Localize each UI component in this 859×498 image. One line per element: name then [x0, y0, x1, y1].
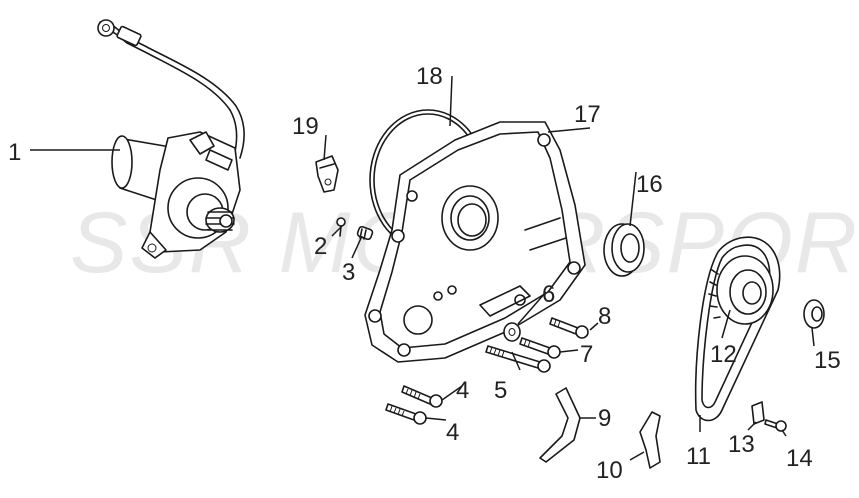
- callout-7: 7: [580, 341, 593, 368]
- callout-13: 13: [728, 431, 755, 458]
- callout-17: 17: [574, 101, 601, 128]
- bolt-5: [485, 345, 551, 373]
- oil-seal: [603, 223, 645, 277]
- leader-lines: [30, 75, 815, 461]
- starter-motor: [97, 19, 245, 259]
- chain-guide: [539, 387, 581, 463]
- crankcase-cover: [364, 121, 586, 363]
- callout-5: 5: [494, 377, 507, 404]
- callout-9: 9: [598, 405, 611, 432]
- callout-12: 12: [710, 341, 737, 368]
- nut-15: [803, 299, 825, 329]
- callout-10: 10: [596, 457, 623, 484]
- callout-19: 19: [292, 113, 319, 140]
- bolt-4a: [401, 385, 443, 408]
- washer: [503, 322, 521, 342]
- callout-4b: 4: [446, 419, 459, 446]
- screw-14: [764, 419, 787, 432]
- callout-8: 8: [598, 303, 611, 330]
- bolt-7: [519, 337, 561, 359]
- cable-clip: [315, 155, 339, 193]
- small-bracket: [751, 401, 765, 425]
- chain-slipper: [639, 411, 661, 469]
- callout-16: 16: [636, 171, 663, 198]
- callout-6: 6: [542, 281, 555, 308]
- callout-15: 15: [814, 347, 841, 374]
- sprocket: [708, 255, 774, 325]
- callout-4a: 4: [456, 377, 469, 404]
- callout-3: 3: [342, 259, 355, 286]
- callout-labels: 1 2 3 4 4 5 6 7 8 9 10 11 12 13 14 15 16…: [8, 63, 841, 484]
- callout-14: 14: [786, 445, 813, 472]
- callout-1: 1: [8, 139, 21, 166]
- bolt-4b: [385, 403, 427, 425]
- callout-11: 11: [686, 443, 711, 470]
- callout-2: 2: [314, 233, 327, 260]
- callout-18: 18: [416, 63, 443, 90]
- bolt-8: [549, 317, 589, 339]
